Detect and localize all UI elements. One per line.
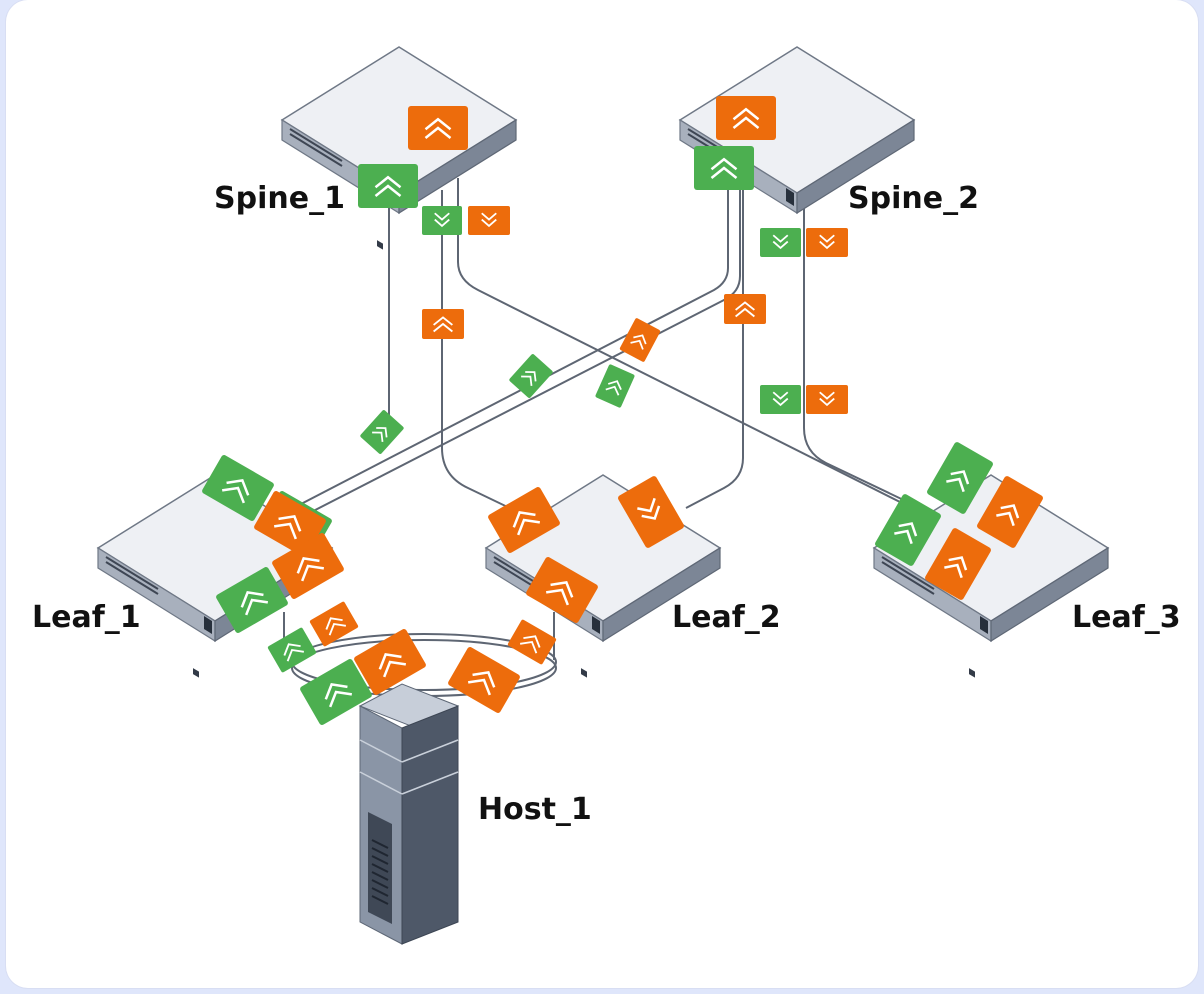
leaf-2-label: Leaf_2: [672, 600, 781, 635]
orange-chevron-indicator-icon: [468, 206, 510, 235]
green-chevron-indicator-icon: [760, 385, 801, 414]
orange-chevron-indicator-icon: [254, 491, 326, 557]
orange-chevron-indicator-icon: [272, 533, 344, 599]
links: [273, 178, 915, 697]
orange-chevron-indicator-icon: [925, 528, 991, 600]
green-chevron-indicator-icon: [360, 410, 404, 454]
diagram-canvas: Spine_1 Spine_2 Leaf_1 Leaf_2 Leaf_3 Hos…: [6, 0, 1198, 988]
green-chevron-indicator-icon: [202, 455, 274, 521]
host-1-server-icon: [358, 683, 460, 945]
orange-chevron-indicator-icon: [724, 294, 766, 324]
orange-chevron-indicator-icon: [422, 309, 464, 339]
orange-chevron-indicator-icon: [408, 106, 468, 150]
link-spine2-leaf1-b: [287, 182, 741, 525]
green-chevron-indicator-icon: [694, 146, 754, 190]
host-1-label: Host_1: [478, 792, 592, 827]
link-spine2-leaf2: [685, 182, 744, 509]
green-chevron-indicator-icon: [267, 627, 317, 673]
green-chevron-indicator-icon: [875, 494, 941, 566]
orange-chevron-indicator-icon: [507, 619, 557, 665]
orange-chevron-indicator-icon: [716, 96, 776, 140]
green-chevron-indicator-icon: [509, 354, 553, 398]
link-spine1-leaf2: [441, 190, 519, 513]
leaf-1-label: Leaf_1: [32, 600, 141, 635]
orange-chevron-indicator-icon: [806, 385, 848, 414]
orange-chevron-indicator-icon: [619, 318, 661, 362]
orange-chevron-indicator-icon: [448, 647, 520, 713]
orange-chevron-indicator-icon: [618, 476, 684, 548]
spine-1-label: Spine_1: [214, 181, 345, 216]
orange-chevron-indicator-icon: [526, 557, 598, 623]
traffic-indicators: [202, 96, 1043, 725]
green-chevron-indicator-icon: [422, 206, 462, 235]
link-spine2-leaf3: [803, 192, 915, 506]
green-chevron-indicator-icon: [927, 442, 993, 514]
green-chevron-indicator-icon: [760, 228, 801, 257]
orange-chevron-indicator-icon: [488, 487, 560, 553]
orange-chevron-indicator-icon: [806, 228, 848, 257]
green-chevron-indicator-icon: [595, 364, 635, 408]
orange-chevron-indicator-icon: [354, 629, 426, 695]
green-chevron-indicator-icon: [358, 164, 418, 208]
spine-2-label: Spine_2: [848, 181, 979, 216]
link-spine2-leaf1-a: [273, 182, 729, 519]
green-chevron-indicator-icon: [300, 659, 372, 725]
orange-chevron-indicator-icon: [309, 601, 359, 647]
leaf-3-label: Leaf_3: [1072, 600, 1181, 635]
link-spine1-leaf3: [457, 178, 907, 506]
green-chevron-indicator-icon: [216, 567, 288, 633]
network-topology-diagram: Spine_1 Spine_2 Leaf_1 Leaf_2 Leaf_3 Hos…: [32, 46, 1181, 945]
orange-chevron-indicator-icon: [977, 476, 1043, 548]
